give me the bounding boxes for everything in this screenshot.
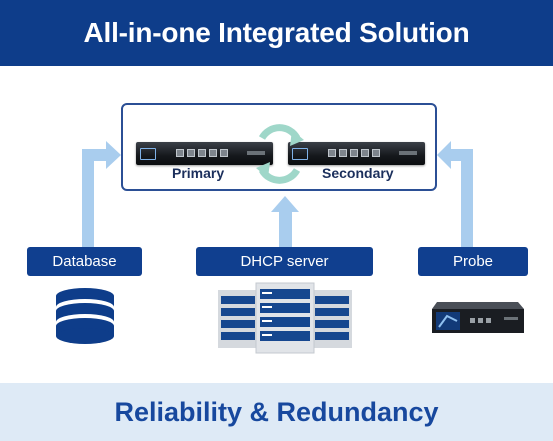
probe-up-arrow-icon <box>437 141 473 248</box>
primary-label: Primary <box>172 165 225 181</box>
primary-appliance <box>136 142 273 165</box>
database-pill: Database <box>27 247 142 276</box>
database-up-arrow-icon <box>82 141 121 248</box>
header-title: All-in-one Integrated Solution <box>83 17 470 48</box>
appliance-logo-icon <box>292 148 308 160</box>
secondary-label: Secondary <box>322 165 394 181</box>
secondary-appliance <box>288 142 425 165</box>
database-label: Database <box>52 253 117 270</box>
header-banner: All-in-one Integrated Solution <box>0 0 553 66</box>
appliance-logo-icon <box>140 148 156 160</box>
footer-banner: Reliability & Redundancy <box>0 383 553 441</box>
probe-label: Probe <box>452 253 494 270</box>
footer-title: Reliability & Redundancy <box>114 396 439 427</box>
dhcp-server-label: DHCP server <box>240 253 329 270</box>
dhcp-up-arrow-icon <box>271 196 299 248</box>
dhcp-server-pill: DHCP server <box>196 247 373 276</box>
probe-pill: Probe <box>418 247 528 276</box>
